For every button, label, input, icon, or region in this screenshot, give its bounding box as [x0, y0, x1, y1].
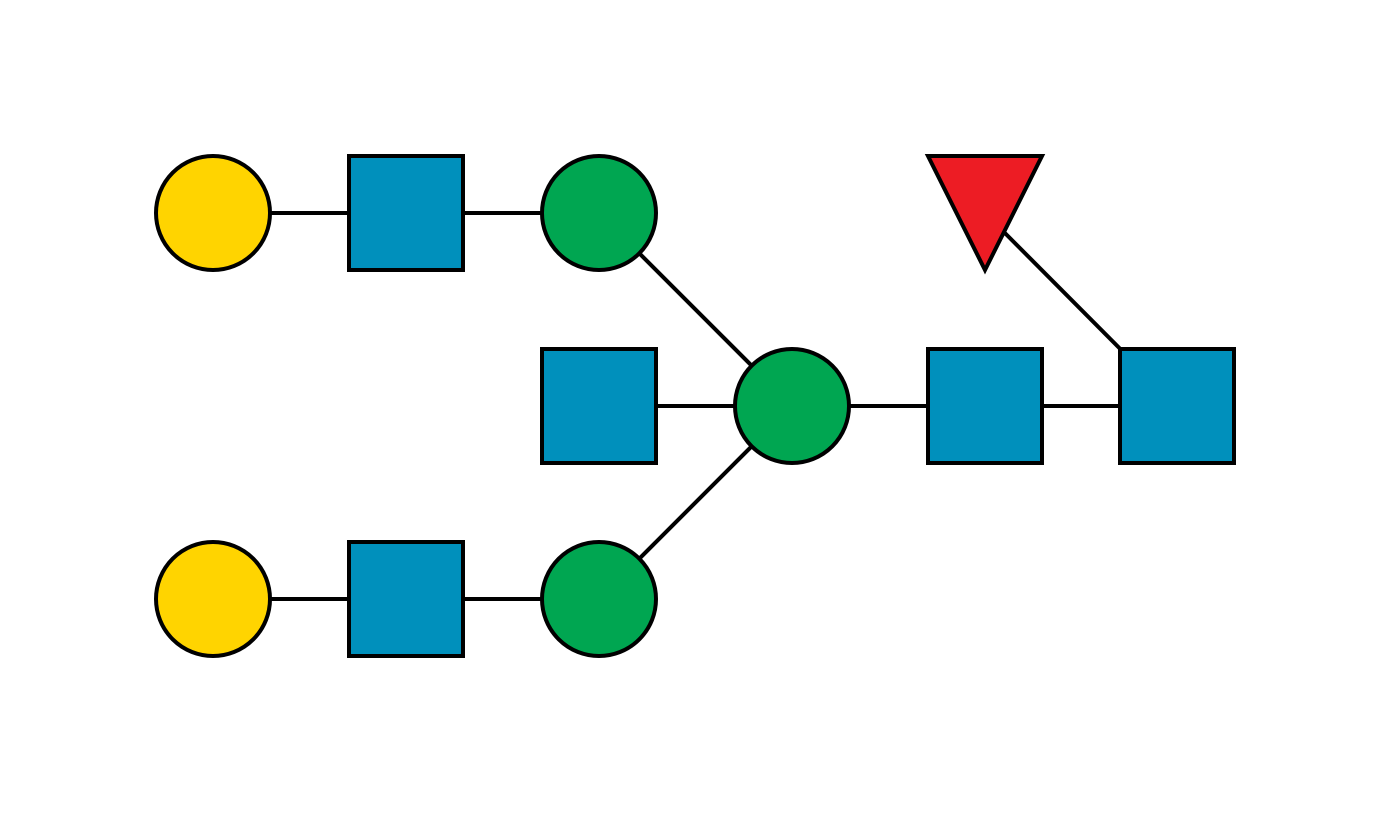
residue-group [154, 154, 1236, 658]
blue-square-icon [1118, 347, 1236, 465]
green-circle-icon [540, 540, 658, 658]
blue-square-icon [347, 154, 465, 272]
blue-square-icon [540, 347, 658, 465]
blue-square-icon [347, 540, 465, 658]
yellow-circle-icon [154, 154, 272, 272]
red-triangle-icon [924, 154, 1046, 275]
green-circle-icon [733, 347, 851, 465]
yellow-circle-icon [154, 540, 272, 658]
blue-square-icon [926, 347, 1044, 465]
green-circle-icon [540, 154, 658, 272]
